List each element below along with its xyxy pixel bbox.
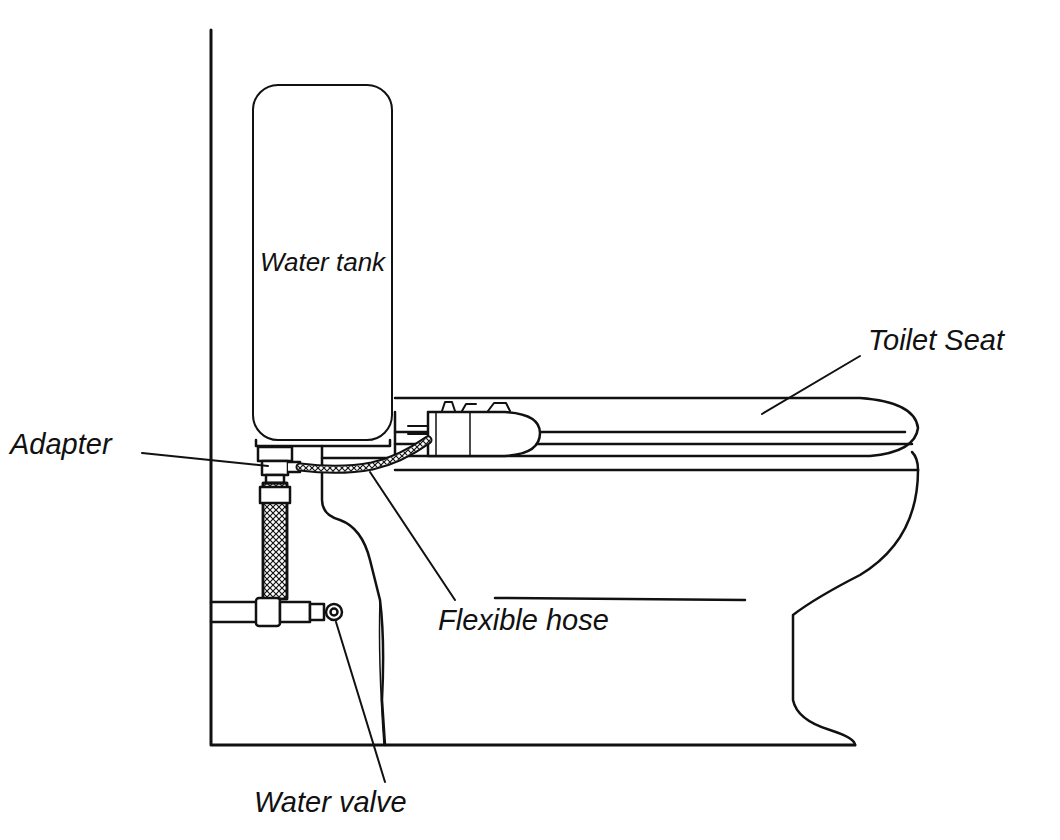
part-label: Flexible hose: [438, 604, 609, 637]
water-tank: Water tank: [252, 84, 393, 441]
part-label: Adapter: [10, 428, 112, 461]
tank-label: Water tank: [260, 246, 385, 279]
part-label: Toilet Seat: [868, 324, 1004, 357]
part-label: Water valve: [254, 786, 407, 819]
